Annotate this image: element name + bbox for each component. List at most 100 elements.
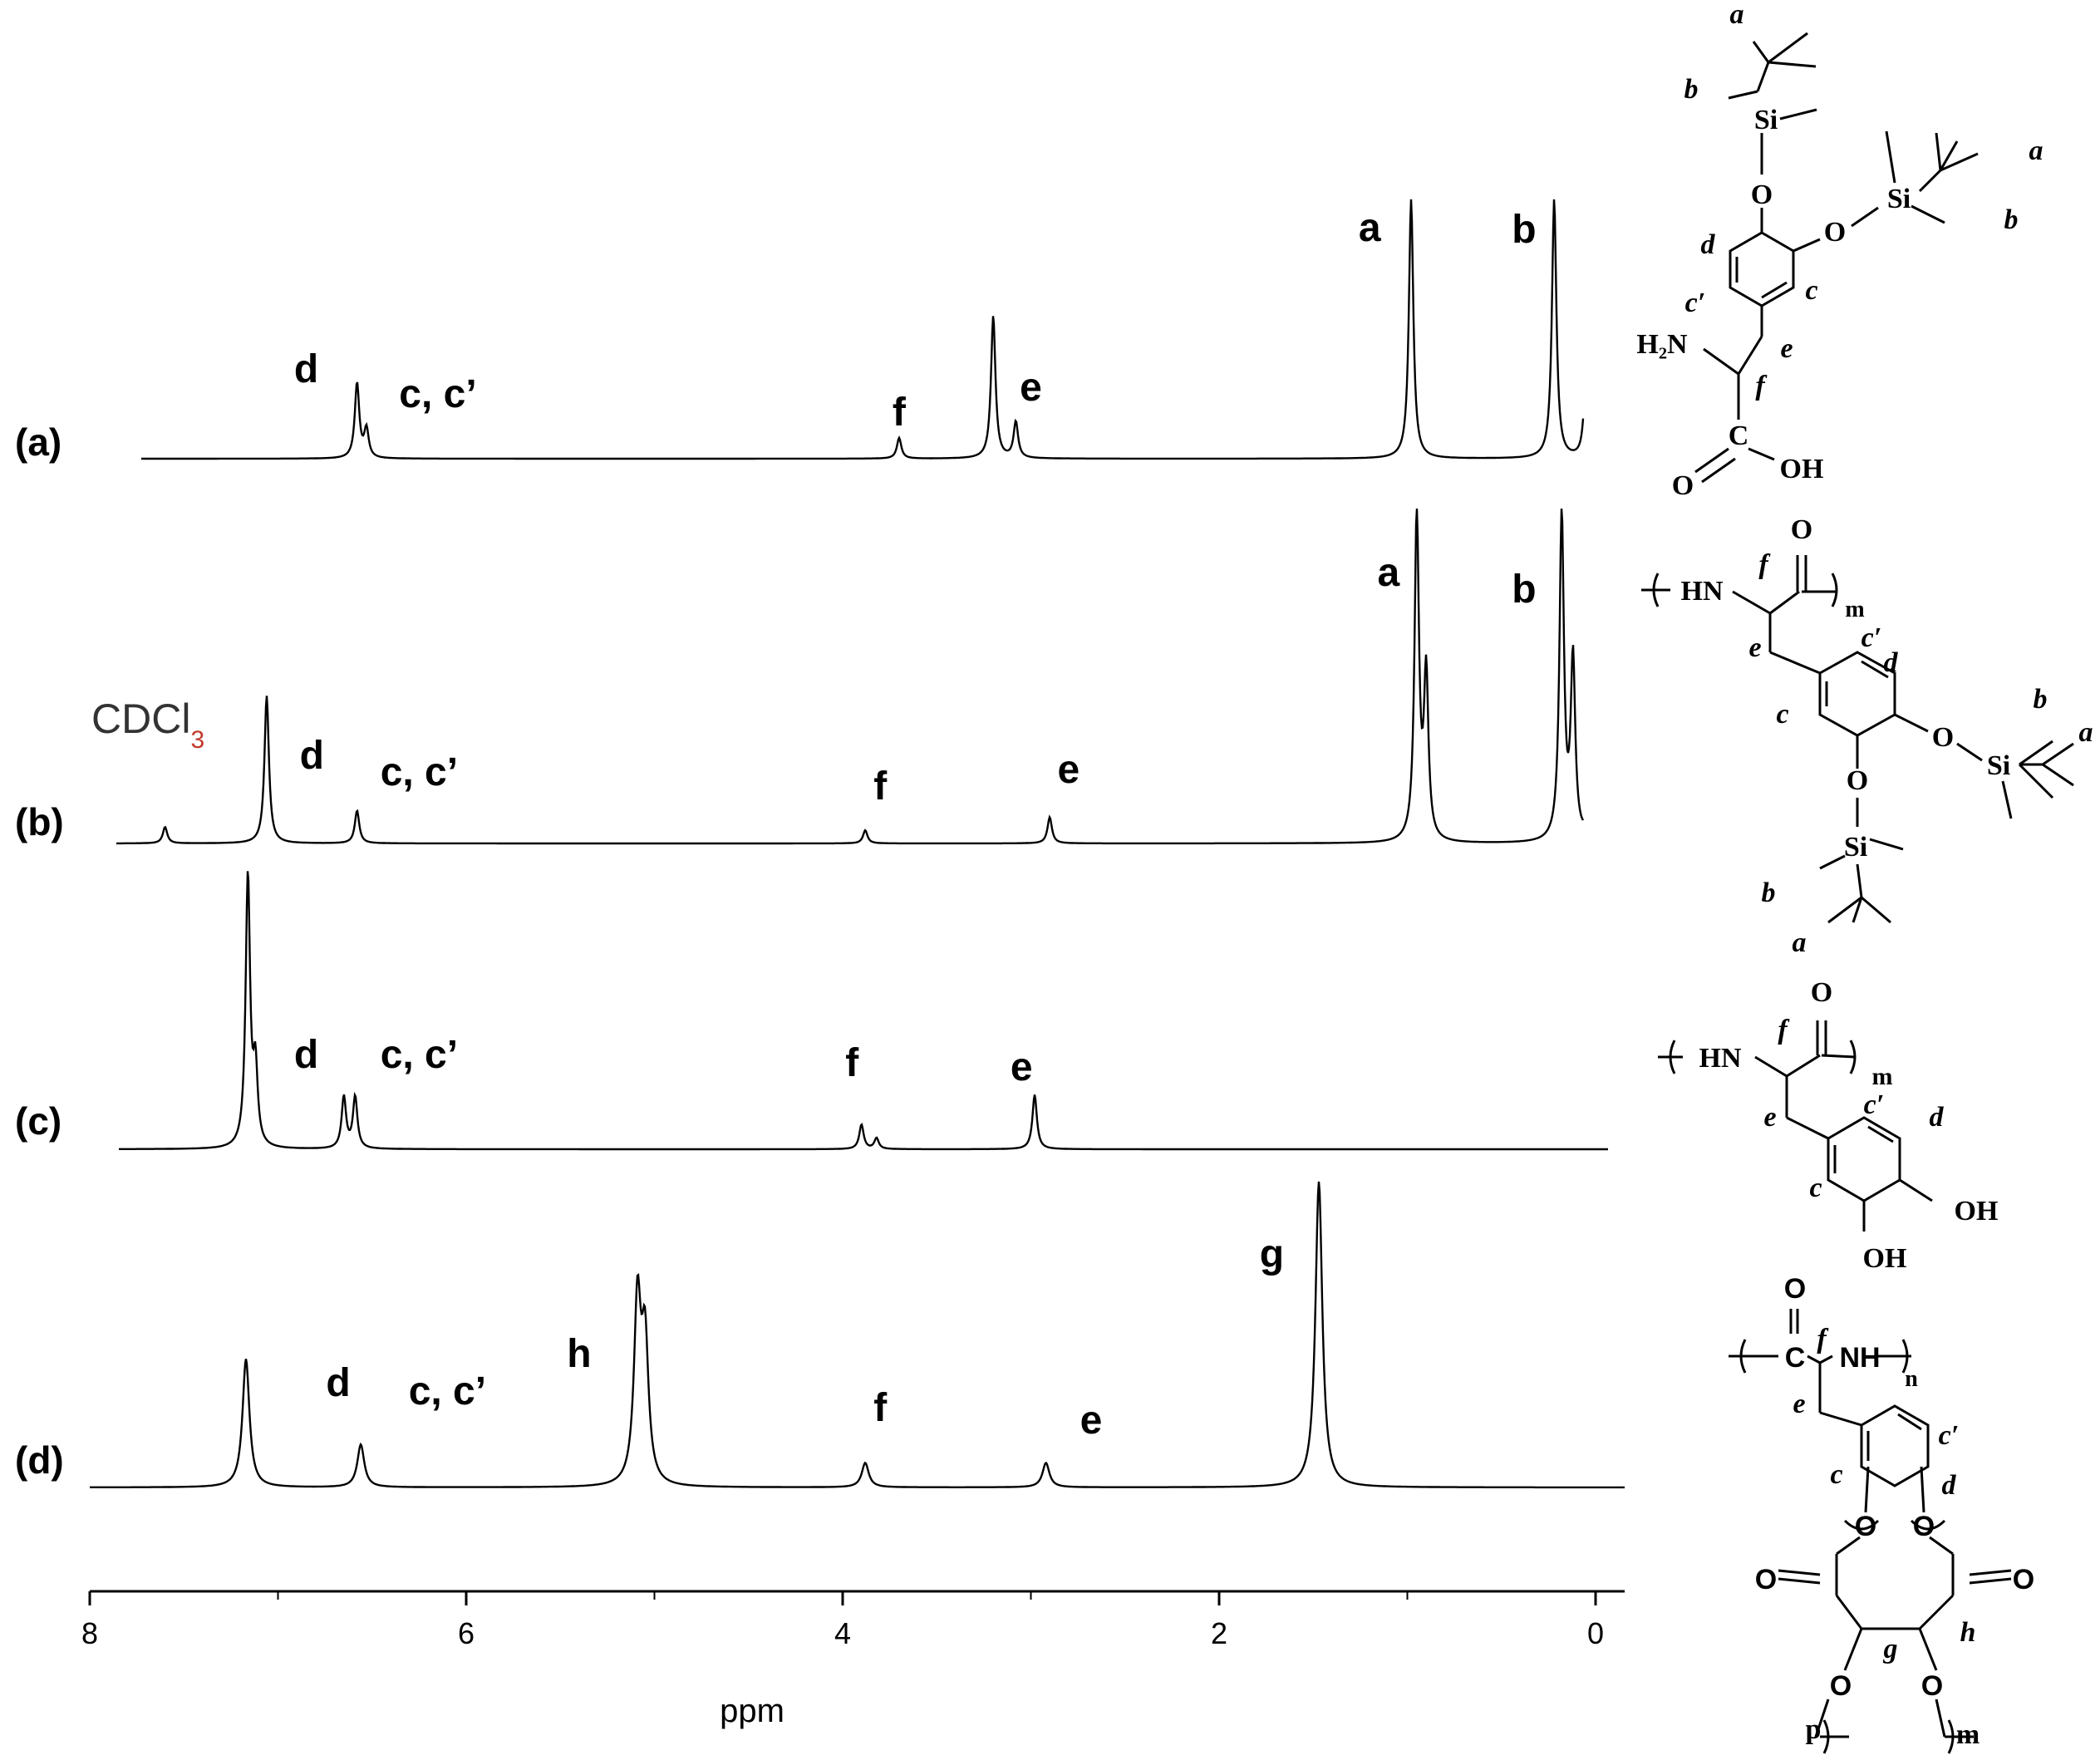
structure-label: Si [1987, 750, 2010, 781]
structure-label: e [1793, 1389, 1805, 1419]
structure-label: c′ [1861, 622, 1882, 653]
spectrum-label: (c) [15, 1099, 61, 1143]
peak-annotation: c, c’ [381, 750, 458, 794]
structure-label: OH [1955, 1196, 1999, 1227]
structure-label: Si [1887, 184, 1911, 214]
structure-label: O [1932, 722, 1954, 753]
structure-label: HN [1681, 576, 1724, 607]
spectrum-trace [141, 199, 1585, 460]
x-tick-label: 0 [1587, 1616, 1604, 1650]
peak-annotation: a [1359, 206, 1381, 250]
spectrum-trace [89, 1181, 1625, 1489]
peak-annotation: b [1512, 208, 1536, 252]
structure-label: g [1883, 1634, 1898, 1664]
x-tick-label: 6 [458, 1616, 475, 1650]
structure-label: H₂N [1636, 329, 1688, 360]
peak-annotation: e [1080, 1399, 1103, 1443]
x-axis-label: ppm [720, 1693, 784, 1729]
peak-annotation: b [1512, 568, 1536, 612]
peak-annotation: f [845, 1041, 859, 1085]
structure-label: OH [1863, 1243, 1907, 1274]
structure-c [1658, 1020, 1933, 1232]
structure-label: b [2034, 684, 2048, 715]
structure-label: f [1778, 1015, 1790, 1045]
structure-label: Si [1754, 105, 1778, 135]
peak-annotation: f [893, 391, 907, 435]
peak-annotation: e [1020, 366, 1042, 410]
x-tick-label: 2 [1211, 1616, 1227, 1650]
structure-label: d [1884, 647, 1899, 678]
structure-label: f [1758, 549, 1771, 580]
structure-label: c′ [1939, 1420, 1960, 1451]
structure-c-labels: HN f O m c′ d e c OH OH [1699, 977, 1999, 1274]
structure-label: d [1930, 1102, 1945, 1133]
structure-label: n [1905, 1366, 1918, 1392]
structure-label: OH [1780, 454, 1824, 484]
structure-d [1729, 1309, 2012, 1754]
structure-label: HN [1699, 1043, 1742, 1074]
structure-label: m [1872, 1063, 1893, 1090]
peak-annotation: d [294, 347, 318, 391]
structure-label: c [1809, 1173, 1822, 1203]
structure-label: b [1684, 74, 1699, 105]
structure-label: a [2079, 717, 2093, 748]
structure-label: h [1960, 1617, 1976, 1648]
structure-label: O [1751, 179, 1773, 210]
spectrum-trace [116, 509, 1585, 845]
structure-label: O [1811, 977, 1832, 1008]
structure-label: O [1855, 1511, 1876, 1542]
structure-label: C [1729, 420, 1749, 451]
structure-label: b [2004, 204, 2019, 235]
structure-label: e [1748, 632, 1761, 663]
structure-label: O [1921, 1670, 1943, 1702]
structure-label: f [1817, 1324, 1829, 1354]
peak-annotation: f [873, 764, 888, 809]
structure-label: O [2013, 1564, 2034, 1595]
structure-label: p [1806, 1714, 1822, 1745]
structure-label: O [1830, 1670, 1852, 1702]
structure-label: f [1755, 371, 1768, 401]
peak-annotation: f [873, 1386, 888, 1430]
structure-label: c [1776, 699, 1788, 730]
structure-label: O [1784, 1273, 1806, 1305]
solvent-label: CDCl3 [91, 696, 204, 754]
structure-label: c′ [1864, 1089, 1885, 1120]
structure-a-labels: a b Si O a Si b O d c′ c H₂N e f C O OH [1636, 0, 2043, 501]
structure-label: a [2029, 135, 2043, 166]
structure-label: O [1913, 1511, 1935, 1542]
peak-annotation: d [326, 1361, 350, 1405]
structure-b [1641, 555, 2074, 924]
peak-annotation: h [567, 1332, 591, 1376]
structure-label: C [1785, 1342, 1806, 1374]
peak-annotation: d [300, 734, 324, 778]
structure-d-labels: O C f NH n e c′ c d O O O O g h O O p m [1755, 1273, 2034, 1750]
structure-label: m [1845, 597, 1864, 622]
peak-annotation: d [294, 1033, 318, 1077]
structure-label: O [1824, 217, 1846, 248]
structure-label: a [1793, 927, 1807, 958]
structure-label: O [1672, 470, 1694, 501]
structure-label: m [1956, 1719, 1980, 1750]
structure-a [1694, 32, 1979, 484]
structure-label: Si [1844, 832, 1867, 863]
structure-label: e [1780, 333, 1793, 364]
structure-label: b [1762, 878, 1776, 908]
structure-label: e [1763, 1102, 1776, 1133]
peak-annotation: c, c’ [381, 1033, 458, 1077]
structure-label: d [1942, 1470, 1957, 1501]
structure-label: NH [1839, 1342, 1880, 1374]
spectrum-label: (a) [15, 420, 61, 464]
structure-label: c′ [1685, 288, 1706, 318]
structure-b-labels: HN f O m c′ d e c b a O Si O Si b a [1681, 514, 2093, 958]
peak-annotation: c, c’ [409, 1369, 486, 1413]
spectrum-label: (b) [15, 800, 64, 843]
spectrum-label: (d) [15, 1438, 64, 1482]
peak-annotation: a [1378, 551, 1400, 595]
x-tick-label: 8 [81, 1616, 98, 1650]
